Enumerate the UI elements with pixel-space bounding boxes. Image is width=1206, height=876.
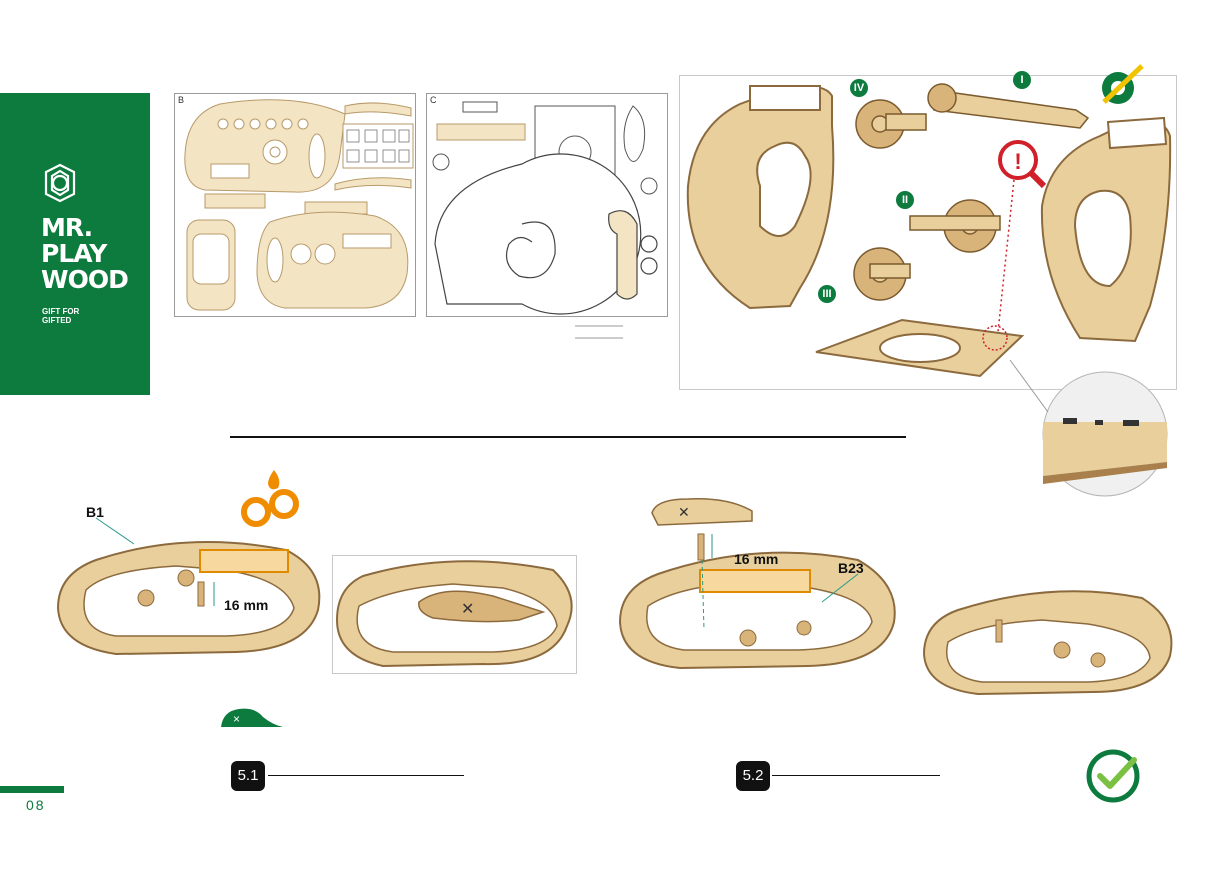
svg-text:!: ! <box>1014 149 1021 174</box>
measure-label-step2: 16 mm <box>734 551 779 567</box>
step2-rule <box>772 775 940 776</box>
section-divider <box>230 436 906 438</box>
brand-tag-line1: GIFT FOR <box>42 307 80 316</box>
part-cross-shape-icon: × <box>221 708 283 727</box>
brand-panel: MR. PLAY WOOD GIFT FOR GIFTED <box>0 93 150 395</box>
brand-name-line1: MR. <box>41 213 93 242</box>
step1-detail-drawing: ✕ <box>335 560 573 668</box>
step1-detail-panel: ✕ <box>332 555 577 674</box>
roman-label-ii: II <box>896 191 914 209</box>
step1-frame-drawing <box>56 517 321 656</box>
part-label-b23: B23 <box>838 560 864 576</box>
svg-text:✕: ✕ <box>678 504 690 520</box>
part-label-b1: B1 <box>86 504 104 520</box>
step2-cover-piece: ✕ <box>651 498 753 526</box>
sheet-c-letter: C <box>430 95 437 105</box>
gear-wrench-icon <box>1102 64 1144 104</box>
brand-tagline: GIFT FOR GIFTED <box>42 307 79 325</box>
roman-label-iii: III <box>818 285 836 303</box>
page-number-bar <box>0 786 64 793</box>
step2-result-drawing <box>922 590 1173 696</box>
check-done-icon <box>1086 749 1140 803</box>
svg-text:✕: ✕ <box>461 601 474 618</box>
roman-label-i: I <box>1013 71 1031 89</box>
roman-label-iv: IV <box>850 79 868 97</box>
detail-magnifier <box>1042 371 1168 497</box>
sheet-b: B <box>174 93 416 317</box>
step2-frame-drawing <box>618 533 896 670</box>
page-number: 08 <box>26 797 46 813</box>
overview-exploded-drawing: ! <box>686 64 1172 378</box>
step1-rule <box>268 775 464 776</box>
step-number-5-2: 5.2 <box>736 761 770 791</box>
svg-text:×: × <box>233 712 240 726</box>
sheet-b-parts-drawing <box>184 99 414 311</box>
brand-name-line3: WOOD <box>41 265 129 294</box>
measure-label-step1: 16 mm <box>224 597 269 613</box>
brand-logo-icon <box>44 163 76 203</box>
magnifier-connector <box>1009 359 1049 413</box>
sheet-c-parts-drawing <box>432 101 658 339</box>
glue-gears-icon <box>241 470 299 527</box>
step-number-5-1: 5.1 <box>231 761 265 791</box>
sheet-b-letter: B <box>178 95 185 105</box>
overview-panel: ! IV I II III <box>679 64 1177 390</box>
alert-magnifier-icon: ! <box>998 140 1047 189</box>
sheet-c: C <box>426 93 668 339</box>
brand-tag-line2: GIFTED <box>42 316 72 325</box>
brand-name: MR. PLAY WOOD <box>41 213 129 294</box>
brand-name-line2: PLAY <box>41 239 107 268</box>
